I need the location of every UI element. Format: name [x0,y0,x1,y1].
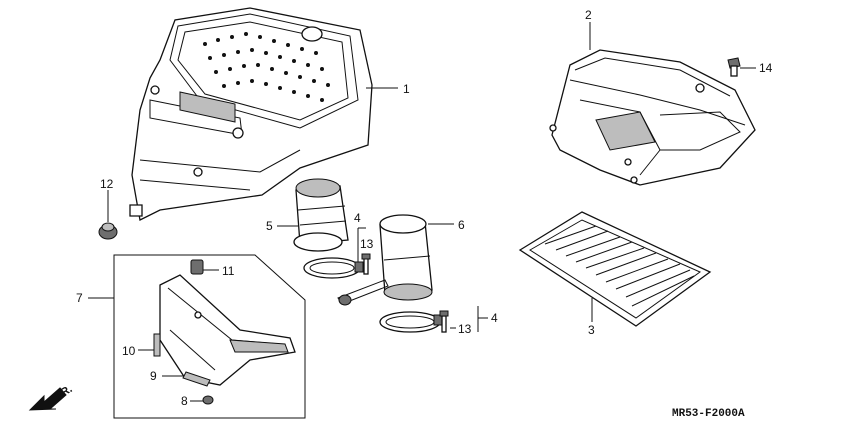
front-direction-arrow-icon [28,387,67,411]
callout-part-8: 8 [181,394,188,408]
part-6-tube [337,214,433,306]
air-cleaner-cover [549,49,756,186]
direction-label: FR. [53,383,74,402]
callout-part-10: 10 [122,344,136,358]
part-10 [153,333,161,357]
air-filter-element [518,211,712,327]
callout-screw-lower: 13 [458,322,472,336]
callout-element: 3 [588,323,595,337]
callout-part-11: 11 [222,264,235,278]
callout-part-9: 9 [150,369,157,383]
screw-upper [361,253,371,275]
diagram-code: MR53-F2000A [672,408,745,420]
callout-air-cleaner-case: 1 [403,82,410,96]
air-cleaner-case [129,7,373,221]
part-11 [190,259,204,275]
bracket [159,274,296,386]
callout-air-cleaner-cover: 2 [585,8,592,22]
callout-band-upper: 4 [354,211,361,225]
part-12-grommet [98,222,118,240]
bracket-group-box [113,254,306,419]
callout-part-12: 12 [100,177,114,191]
band-upper [303,257,364,279]
callout-part-6: 6 [458,218,465,232]
callout-bracket: 7 [76,291,83,305]
part-14-bolt [727,57,741,77]
callout-part-14: 14 [759,61,773,75]
band-lower [379,311,443,333]
callout-screw-upper: 13 [360,237,374,251]
part-8 [202,395,214,405]
callout-part-5: 5 [266,219,273,233]
callout-band-lower: 4 [491,311,498,325]
screw-lower [439,310,449,333]
part-5-tube [293,178,349,252]
